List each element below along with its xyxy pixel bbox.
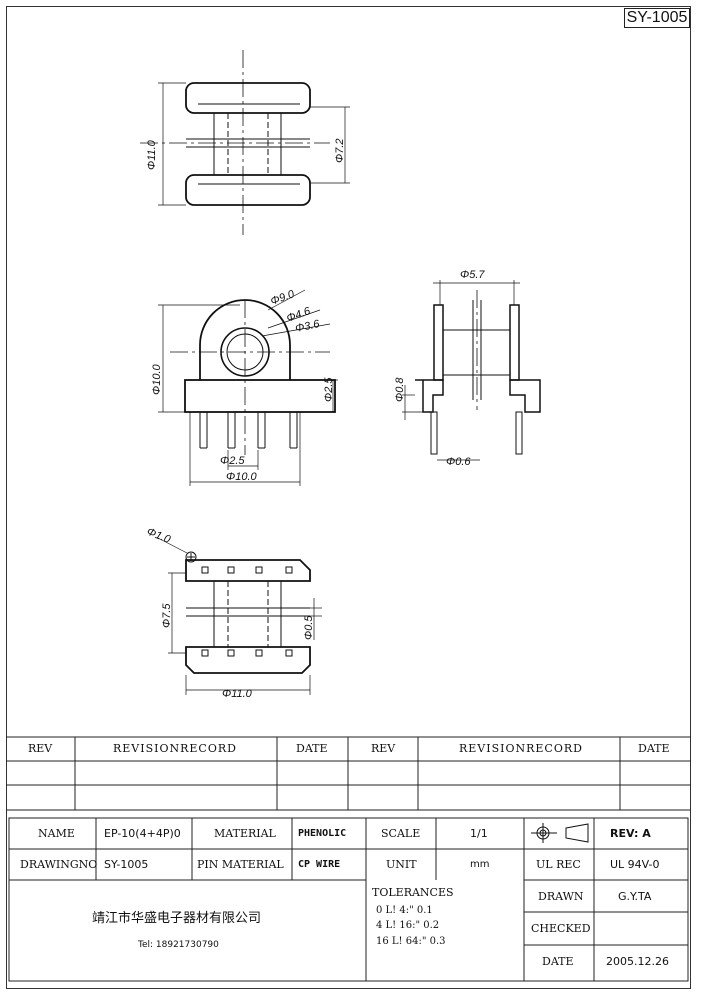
ul-rec-value: UL 94V-0	[610, 858, 660, 871]
tolerance-line-2: 4 L! 16:" 0.2	[376, 920, 440, 931]
top-view	[140, 50, 350, 235]
dim-top-inner: Φ7.2	[334, 139, 346, 164]
drawingno-label: DRAWINGNO	[20, 858, 98, 871]
material-value: PHENOLIC	[298, 828, 347, 839]
projection-symbol-icon	[531, 823, 589, 843]
pin-material-value: CP WIRE	[298, 859, 341, 870]
rev-value: REV: A	[610, 827, 651, 840]
dim-top-outer: Φ11.0	[146, 139, 158, 170]
name-value: EP-10(4+4P)0	[104, 827, 181, 840]
date-label: DATE	[542, 955, 574, 968]
material-label: MATERIAL	[214, 827, 276, 840]
company-tel: Tel: 18921730790	[138, 940, 219, 950]
dimension-labels: Φ11.0 Φ7.2 Φ9.0 Φ4.6 Φ3.6 Φ10.0 Φ2.5 Φ2.…	[145, 139, 486, 701]
tolerance-line-1: 0 L! 4:" 0.1	[376, 905, 433, 916]
drawn-label: DRAWN	[538, 890, 584, 903]
dim-front-base: Φ2.5	[323, 377, 335, 402]
rev-col-label-1: REV	[28, 742, 53, 755]
bottom-view	[157, 537, 322, 695]
dim-side-pin: Φ0.6	[446, 456, 471, 468]
scale-value: 1/1	[470, 827, 488, 840]
checked-label: CHECKED	[531, 922, 591, 935]
ul-rec-label: UL REC	[536, 858, 581, 871]
side-view	[402, 280, 541, 461]
tolerance-line-3: 16 L! 64:" 0.3	[376, 936, 446, 947]
revision-record-label-1: REVISIONRECORD	[113, 742, 237, 755]
dim-side-top: Φ5.7	[460, 269, 485, 281]
drawing-code-box: SY-1005	[624, 8, 690, 28]
sheet-frame	[6, 6, 691, 989]
dim-bottom-height: Φ7.5	[161, 603, 173, 628]
scale-label: SCALE	[381, 827, 421, 840]
drawingno-value: SY-1005	[104, 858, 149, 871]
technical-drawing: Φ11.0 Φ7.2 Φ9.0 Φ4.6 Φ3.6 Φ10.0 Φ2.5 Φ2.…	[140, 50, 541, 701]
name-label: NAME	[38, 827, 75, 840]
date-col-label-1: DATE	[296, 742, 328, 755]
dim-front-d3: Φ3.6	[294, 318, 321, 335]
dim-front-pitch: Φ2.5	[220, 455, 245, 467]
date-col-label-2: DATE	[638, 742, 670, 755]
revision-record-label-2: REVISIONRECORD	[459, 742, 583, 755]
drawn-value: G.Y.TA	[618, 890, 652, 903]
front-view	[158, 289, 338, 486]
rev-col-label-2: REV	[371, 742, 396, 755]
unit-label: UNIT	[386, 858, 417, 871]
dim-bottom-gap: Φ0.5	[303, 615, 315, 640]
unit-value: mm	[470, 859, 490, 870]
dim-front-height: Φ10.0	[151, 364, 163, 395]
drawing-code: SY-1005	[626, 9, 688, 26]
dim-side-flange: Φ0.8	[394, 377, 406, 402]
pin-material-label: PIN MATERIAL	[197, 858, 284, 871]
dim-bottom-width: Φ11.0	[222, 688, 253, 700]
company-name: 靖江市华盛电子器材有限公司	[92, 911, 262, 926]
date-value: 2005.12.26	[606, 955, 669, 968]
tolerances-label: TOLERANCES	[372, 886, 454, 899]
dim-front-width: Φ10.0	[226, 471, 257, 483]
